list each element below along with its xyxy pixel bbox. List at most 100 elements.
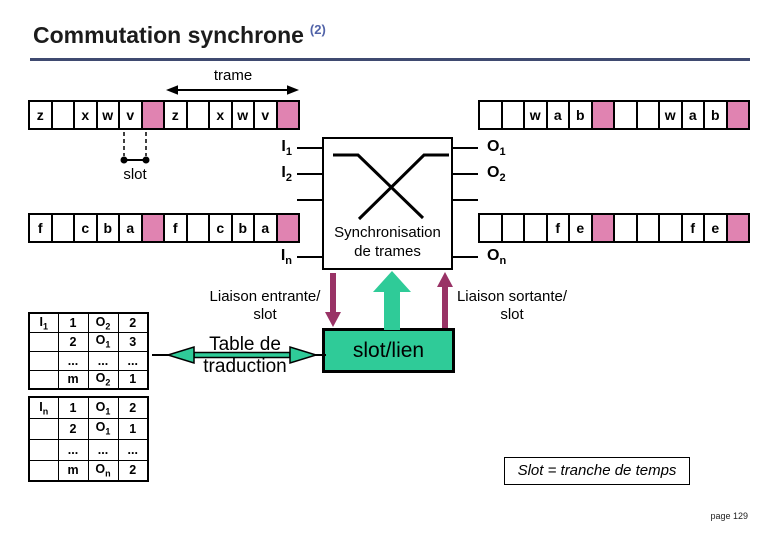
table-cell: O1 <box>87 417 119 440</box>
page-title-text: Commutation synchrone <box>33 22 304 48</box>
slot-cell: c <box>208 215 231 241</box>
slot-cell: a <box>545 102 569 128</box>
slot-cell <box>658 215 681 241</box>
table-cell: 1 <box>57 396 89 419</box>
slot-cell <box>500 215 524 241</box>
slot-cell <box>50 215 74 241</box>
input-label-i2: I2 <box>281 164 292 185</box>
slot-cell: a <box>680 102 704 128</box>
switch-caption-line1: Synchronisation <box>334 224 441 241</box>
table-cell: 2 <box>57 417 89 440</box>
slot-cell <box>480 102 501 128</box>
table-cell: 1 <box>57 312 89 333</box>
table-cell: 2 <box>117 396 149 419</box>
slot-cell <box>185 102 209 128</box>
switch-caption-line2: de trames <box>354 243 421 260</box>
switch-input-lines <box>297 147 322 258</box>
slot-cell <box>635 215 659 241</box>
slot-cell <box>500 102 524 128</box>
slot-cell <box>523 215 546 241</box>
slot-cell: e <box>703 215 726 241</box>
table-cell: 3 <box>117 331 149 352</box>
table-cell: 2 <box>57 331 89 352</box>
slot-cell: b <box>95 215 119 241</box>
table-cell: ... <box>57 350 89 371</box>
slot-cell <box>613 215 636 241</box>
table-cell: O1 <box>87 331 119 352</box>
slot-cell: w <box>523 102 546 128</box>
table-cell <box>28 331 59 352</box>
slot-cell: x <box>208 102 231 128</box>
trame-span-arrow <box>166 85 299 95</box>
slot-cell: f <box>680 215 704 241</box>
slot-cell: w <box>95 102 119 128</box>
slot-lien-box: slot/lien <box>322 328 455 373</box>
slot-cell <box>635 102 659 128</box>
slot-definition-box: Slot = tranche de temps <box>504 457 690 485</box>
table-cell: 2 <box>117 459 149 482</box>
table-cell: On <box>87 459 119 482</box>
slot-cell <box>480 215 501 241</box>
table-traduction-label-line1: Table de <box>209 334 281 355</box>
table-cell: ... <box>87 350 119 371</box>
slot-cell: z <box>36 107 44 123</box>
table-cell: m <box>57 369 89 390</box>
table-cell <box>28 459 59 482</box>
switch-output-lines <box>453 147 478 258</box>
output-label-o2: O2 <box>487 164 506 185</box>
slot-cell <box>185 215 209 241</box>
trame-label: trame <box>213 67 253 84</box>
table-cell <box>28 438 59 461</box>
slot-cell: a <box>253 215 276 241</box>
table-row: ......... <box>28 350 149 371</box>
highlighted-slot-cell <box>725 215 748 241</box>
table-cell: O2 <box>87 312 119 333</box>
output-label-o1: O1 <box>487 138 506 159</box>
table-cell: ... <box>87 438 119 461</box>
title-underline <box>30 58 750 61</box>
highlighted-slot-cell <box>590 215 613 241</box>
highlighted-slot-cell <box>140 102 163 128</box>
input-label-in: In <box>280 247 292 268</box>
table-cell: 1 <box>117 417 149 440</box>
page-title-number: (2) <box>309 22 326 38</box>
slot-cell: v <box>118 102 141 128</box>
page-number: page 129 <box>710 511 748 521</box>
liaison-entrante-label: Liaison entrante/ slot <box>209 288 321 323</box>
slot-cell: b <box>568 102 591 128</box>
output-label-on: On <box>487 247 507 268</box>
table-cell: ... <box>117 438 149 461</box>
table-traduction-label-line2: traduction <box>203 356 287 377</box>
page-title: Commutation synchrone (2) <box>33 22 326 49</box>
table-cell <box>28 369 59 390</box>
slot-cell: c <box>73 215 96 241</box>
table-cell: ... <box>117 350 149 371</box>
slot-cell: v <box>253 102 276 128</box>
slot-cell: w <box>230 102 254 128</box>
highlighted-slot-cell <box>140 215 163 241</box>
table-cell: m <box>57 459 89 482</box>
table-cell <box>28 350 59 371</box>
slot-cell: e <box>568 215 591 241</box>
input-label-i1: I1 <box>281 138 292 159</box>
slot-cell <box>613 102 636 128</box>
slot-cell: a <box>118 215 141 241</box>
slot-label: slot <box>123 166 147 183</box>
slot-cell: b <box>230 215 254 241</box>
slot-cell: f <box>545 215 569 241</box>
table-cell: In <box>28 396 59 419</box>
table-cell: O1 <box>87 396 119 419</box>
table-row: ......... <box>28 438 149 461</box>
table-cell: 2 <box>117 312 149 333</box>
